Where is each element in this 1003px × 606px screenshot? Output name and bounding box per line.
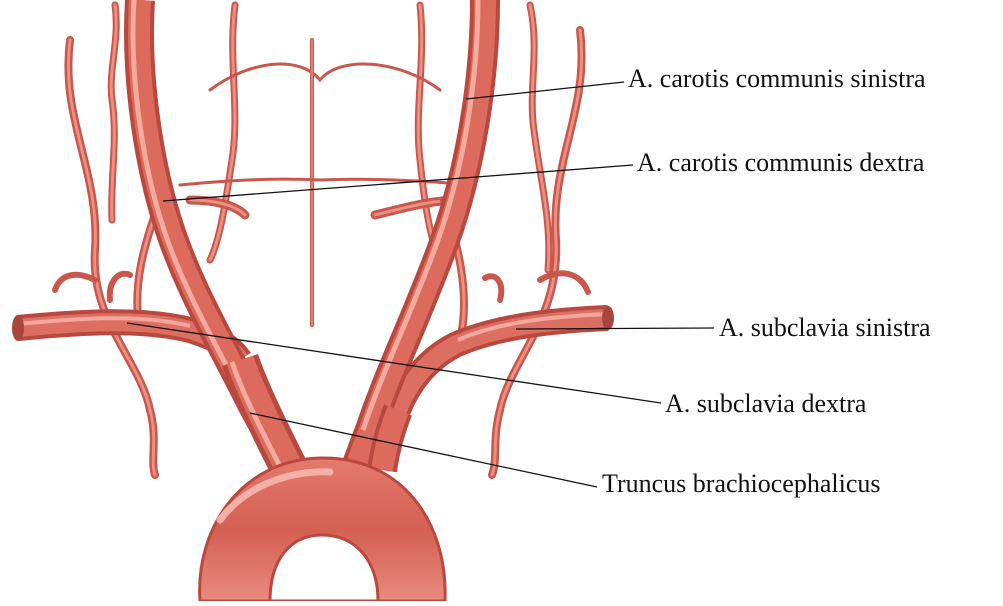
aortic-arch (200, 458, 446, 601)
vessel-cut-end (12, 315, 24, 341)
label-subclavia-dextra: A. subclavia dextra (665, 389, 866, 419)
vessel-cut-end (602, 306, 614, 330)
label-carotis-communis-sinistra: A. carotis communis sinistra (628, 64, 926, 94)
label-subclavia-sinistra: A. subclavia sinistra (719, 313, 931, 343)
label-carotis-communis-dextra: A. carotis communis dextra (637, 148, 924, 178)
label-truncus-brachiocephalicus: Truncus brachiocephalicus (602, 469, 880, 499)
